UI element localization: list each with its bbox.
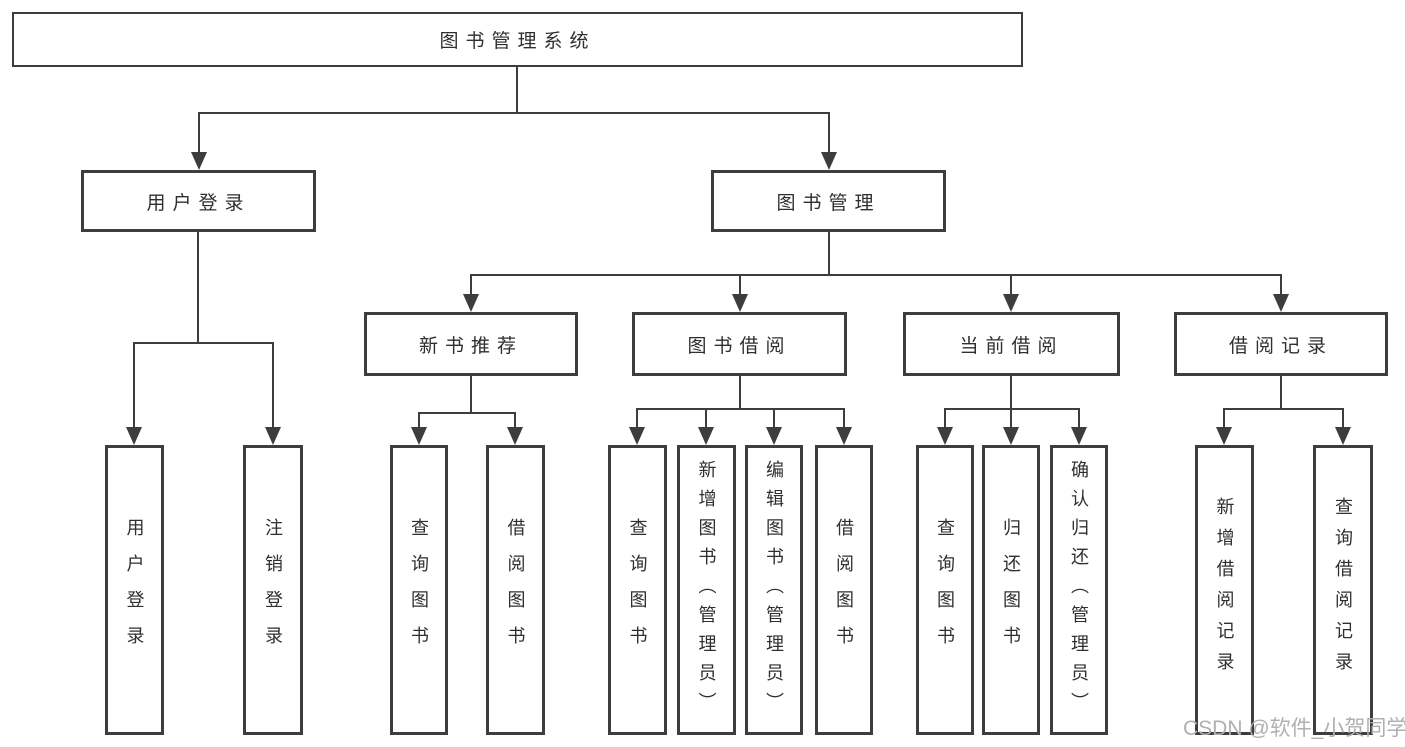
connector-line	[1223, 408, 1343, 410]
node-library-management-system: 图书管理系统	[12, 12, 1023, 67]
leaf-logout: 注销登录	[243, 445, 303, 735]
node-label: 当前借阅	[959, 335, 1064, 357]
leaf-label: 借阅图书	[505, 518, 526, 662]
leaf-borrow-books-borrowing: 借阅图书	[815, 445, 873, 735]
connector-line	[1010, 408, 1012, 429]
node-label: 图书管理系统	[439, 31, 596, 52]
connector-line	[705, 408, 707, 429]
leaf-add-book-admin: 新增图书（管理员）	[677, 445, 736, 735]
leaf-label: 查询图书	[935, 518, 955, 662]
connector-line	[1010, 376, 1012, 410]
connector-line	[1280, 274, 1282, 296]
arrow-down-icon	[1273, 294, 1289, 312]
node-borrowing-records: 借阅记录	[1174, 312, 1388, 376]
arrow-down-icon	[629, 427, 645, 445]
leaf-user-login: 用户登录	[105, 445, 164, 735]
leaf-label: 新增借阅记录	[1214, 497, 1235, 683]
node-label: 用户登录	[146, 192, 251, 214]
leaf-edit-book-admin: 编辑图书（管理员）	[745, 445, 803, 735]
node-book-management: 图书管理	[711, 170, 946, 232]
node-new-book-recommendation: 新书推荐	[364, 312, 578, 376]
csdn-watermark: CSDN @软件_小贺同学	[1183, 717, 1405, 740]
connector-line	[272, 342, 274, 430]
node-book-borrowing: 图书借阅	[632, 312, 847, 376]
leaf-label: 查询借阅记录	[1333, 497, 1353, 683]
node-user-login: 用户登录	[81, 170, 316, 232]
connector-line	[470, 376, 472, 414]
leaf-label: 用户登录	[124, 518, 145, 662]
connector-line	[739, 274, 741, 296]
arrow-down-icon	[937, 427, 953, 445]
connector-line	[516, 67, 518, 113]
arrow-down-icon	[732, 294, 748, 312]
arrow-down-icon	[766, 427, 782, 445]
connector-line	[418, 412, 516, 414]
leaf-label: 注销登录	[263, 518, 283, 662]
arrow-down-icon	[507, 427, 523, 445]
node-label: 图书借阅	[687, 335, 792, 357]
arrow-down-icon	[821, 152, 837, 170]
connector-line	[944, 408, 946, 429]
leaf-label: 查询图书	[627, 518, 648, 662]
arrow-down-icon	[463, 294, 479, 312]
connector-line	[1342, 408, 1344, 429]
connector-line	[1010, 274, 1012, 296]
arrow-down-icon	[1003, 427, 1019, 445]
leaf-label: 借阅图书	[834, 518, 854, 662]
connector-line	[739, 376, 741, 410]
arrow-down-icon	[191, 152, 207, 170]
arrow-down-icon	[1071, 427, 1087, 445]
arrow-down-icon	[265, 427, 281, 445]
arrow-down-icon	[1003, 294, 1019, 312]
arrow-down-icon	[411, 427, 427, 445]
connector-line	[828, 112, 830, 154]
connector-line	[843, 408, 845, 429]
connector-line	[133, 342, 135, 430]
node-current-borrowing: 当前借阅	[903, 312, 1120, 376]
arrow-down-icon	[126, 427, 142, 445]
leaf-confirm-return-admin: 确认归还（管理员）	[1050, 445, 1108, 735]
connector-line	[134, 342, 274, 344]
leaf-add-borrow-record: 新增借阅记录	[1195, 445, 1254, 735]
connector-line	[197, 232, 199, 344]
connector-line	[1078, 408, 1080, 429]
leaf-query-books-borrowing: 查询图书	[608, 445, 667, 735]
arrow-down-icon	[836, 427, 852, 445]
connector-line	[418, 412, 420, 429]
connector-line	[773, 408, 775, 429]
leaf-query-books-current: 查询图书	[916, 445, 974, 735]
leaf-label: 编辑图书（管理员）	[764, 459, 784, 721]
connector-line	[1223, 408, 1225, 429]
leaf-return-book: 归还图书	[982, 445, 1040, 735]
arrow-down-icon	[698, 427, 714, 445]
leaf-borrow-books-recommend: 借阅图书	[486, 445, 545, 735]
arrow-down-icon	[1216, 427, 1232, 445]
connector-line	[636, 408, 844, 410]
connector-line	[470, 274, 1282, 276]
connector-line	[828, 232, 830, 276]
leaf-label: 确认归还（管理员）	[1069, 459, 1089, 721]
leaf-query-books-recommend: 查询图书	[390, 445, 448, 735]
leaf-label: 新增图书（管理员）	[696, 459, 717, 721]
leaf-label: 归还图书	[1001, 518, 1021, 662]
connector-line	[198, 112, 830, 114]
connector-line	[1280, 376, 1282, 410]
node-label: 新书推荐	[418, 335, 523, 357]
leaf-label: 查询图书	[409, 518, 429, 662]
leaf-query-borrow-record: 查询借阅记录	[1313, 445, 1373, 735]
node-label: 借阅记录	[1228, 335, 1333, 357]
node-label: 图书管理	[776, 192, 881, 214]
arrow-down-icon	[1335, 427, 1351, 445]
connector-line	[636, 408, 638, 429]
connector-line	[514, 412, 516, 429]
connector-line	[198, 112, 200, 154]
connector-line	[470, 274, 472, 296]
